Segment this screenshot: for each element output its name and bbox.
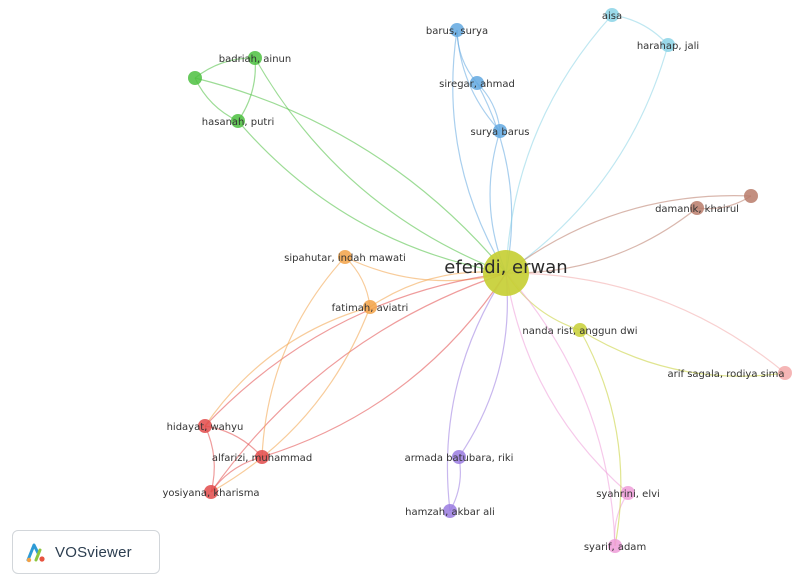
node-label-yosiyana: yosiyana, kharisma: [162, 488, 259, 499]
network-link: [210, 306, 371, 493]
node-label-syahrini: syahrini, elvi: [596, 489, 660, 500]
network-link: [456, 29, 501, 132]
node-syarif[interactable]: [608, 539, 622, 553]
network-link: [505, 272, 786, 374]
node-aisa[interactable]: [605, 8, 619, 22]
node-efendi[interactable]: [483, 250, 529, 296]
node-label-aisa: aisa: [602, 11, 622, 22]
network-link: [579, 329, 786, 377]
network-link: [261, 256, 346, 458]
network-link: [204, 272, 507, 427]
vosviewer-logo-text: VOSviewer: [55, 543, 132, 561]
network-link: [261, 272, 507, 458]
network-link: [344, 256, 371, 308]
node-label-badriah: badriah, ainun: [219, 54, 291, 65]
network-link: [458, 272, 508, 458]
node-label-armada: armada batubara, riki: [405, 453, 514, 464]
network-link: [579, 329, 622, 547]
network-link: [449, 456, 461, 512]
node-barus[interactable]: [450, 23, 464, 37]
network-link: [237, 120, 507, 274]
network-link: [237, 57, 256, 122]
node-label-efendi: efendi, erwan: [444, 257, 567, 278]
node-suryabarus[interactable]: [493, 124, 507, 138]
node-fatimah[interactable]: [363, 300, 377, 314]
node-label-hidayat: hidayat, wahyu: [167, 422, 244, 433]
node-label-arif: arif sagala, rodiya sima: [667, 369, 784, 380]
node-label-barus: barus, surya: [426, 26, 488, 37]
label-layer: efendi, erwan badriah, ainun hasanah, putr…: [162, 11, 784, 553]
network-link: [194, 77, 507, 274]
node-yosiyana[interactable]: [204, 485, 218, 499]
node-label-alfarizi: alfarizi, muhammad: [212, 453, 312, 464]
node-label-nanda: nanda rist, anggun dwi: [522, 326, 637, 337]
node-harahap[interactable]: [661, 38, 675, 52]
network-link: [476, 82, 513, 274]
network-link: [505, 44, 669, 274]
node-arif[interactable]: [778, 366, 792, 380]
node-hidayat[interactable]: [198, 419, 212, 433]
node-alfarizi[interactable]: [255, 450, 269, 464]
node-label-harahap: harahap, jali: [637, 41, 699, 52]
node-label-syarif: syarif, adam: [584, 542, 646, 553]
node-hamzah[interactable]: [443, 504, 457, 518]
network-link: [254, 57, 507, 274]
network-link: [210, 272, 507, 493]
node-label-suryabarus: surya barus: [470, 127, 529, 138]
network-link: [452, 29, 507, 274]
network-link: [505, 14, 613, 274]
node-hasanah[interactable]: [231, 114, 245, 128]
node-label-hasanah: hasanah, putri: [202, 117, 274, 128]
node-sipahutar[interactable]: [338, 250, 352, 264]
network-link: [505, 272, 629, 494]
node-greenx[interactable]: [188, 71, 202, 85]
node-label-sipahutar: sipahutar, indah mawati: [284, 253, 406, 264]
network-link: [505, 272, 616, 547]
network-link: [505, 207, 698, 274]
network-link: [505, 195, 752, 274]
vosviewer-badge[interactable]: VOSviewer: [12, 530, 160, 574]
node-siregar[interactable]: [470, 76, 484, 90]
node-armada[interactable]: [452, 450, 466, 464]
node-badriah[interactable]: [248, 51, 262, 65]
node-syahrini[interactable]: [621, 486, 635, 500]
network-link: [204, 306, 371, 427]
node-label-hamzah: hamzah, akbar ali: [405, 507, 495, 518]
network-link: [194, 77, 239, 122]
node-brownx[interactable]: [744, 189, 758, 203]
node-damanik[interactable]: [690, 201, 704, 215]
node-label-fatimah: fatimah, aviatri: [332, 303, 409, 314]
node-nanda[interactable]: [573, 323, 587, 337]
network-link: [446, 272, 507, 512]
vosviewer-logo-icon: [26, 543, 45, 563]
node-layer: [188, 8, 792, 553]
node-label-siregar: siregar, ahmad: [439, 79, 515, 90]
node-label-damanik: damanik, khairul: [655, 204, 739, 215]
